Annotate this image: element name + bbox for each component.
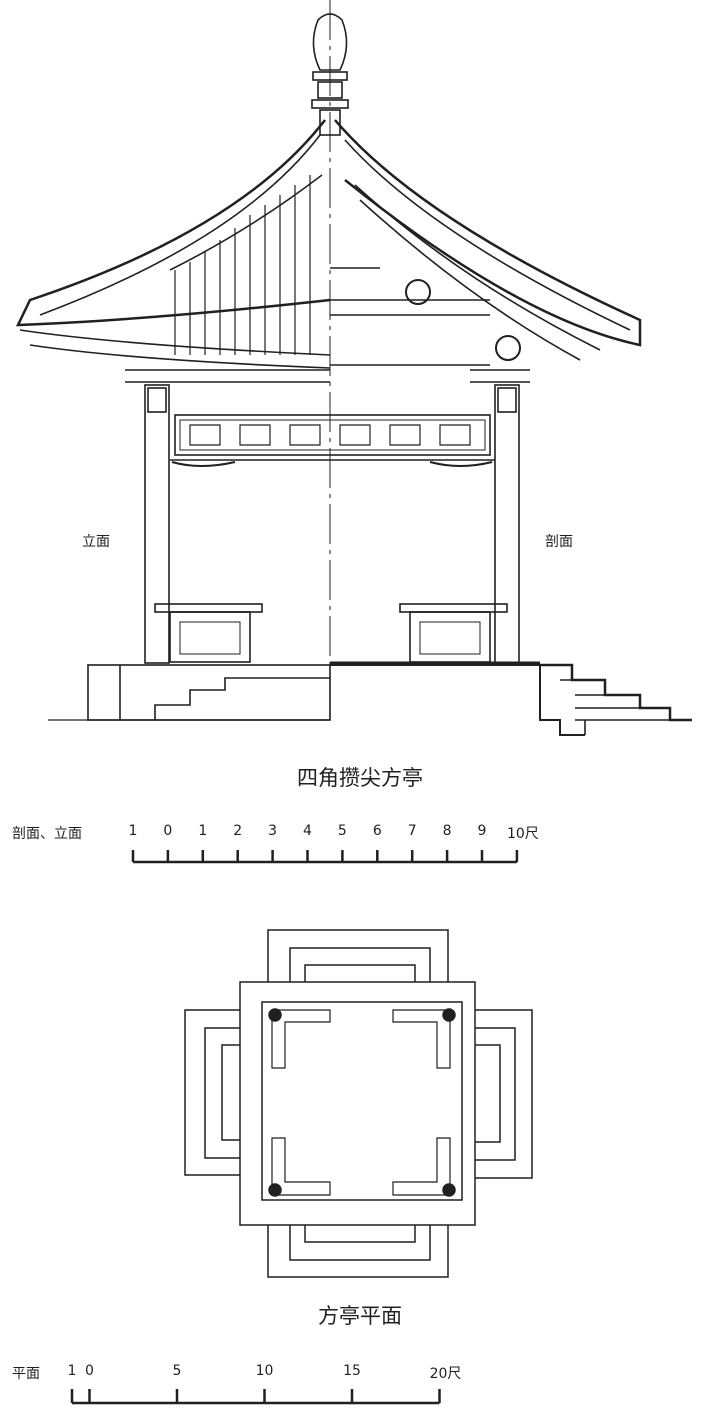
scale-plan-label: 平面 (12, 1366, 40, 1382)
roof-elevation (15, 119, 331, 383)
roof-section (330, 119, 642, 383)
platform-base (48, 661, 692, 736)
scale-tick-label: 3 (268, 823, 278, 839)
column-base (442, 1008, 456, 1022)
elevation-title: 四角攒尖方亭 (297, 766, 423, 790)
section-label: 剖面 (545, 534, 573, 550)
scale-tick-label: 1 (198, 823, 208, 839)
scale-tick-label: 0 (163, 823, 173, 839)
plan-drawing (184, 929, 533, 1278)
purlin-circle (405, 279, 431, 305)
purlin-circle (495, 335, 521, 361)
elevation-label: 立面 (82, 534, 110, 550)
plan-platform-outer (239, 981, 476, 1226)
scale-tick-label: 7 (407, 823, 417, 839)
column-base (268, 1183, 282, 1197)
scale-tick-label: 0 (85, 1363, 94, 1379)
scale-tick-label: 10尺 (506, 826, 539, 842)
scale-tick-label: 9 (477, 823, 487, 839)
scale-elevation-label: 剖面、立面 (12, 826, 82, 842)
scale-tick-label: 20尺 (429, 1366, 462, 1382)
bench-railings (154, 603, 508, 663)
columns (144, 384, 520, 664)
scale-tick-label: 1 (67, 1363, 77, 1379)
plan-title: 方亭平面 (318, 1304, 402, 1328)
scale-tick-label: 5 (172, 1363, 182, 1379)
scale-tick-label: 8 (442, 823, 452, 839)
scale-bar-plan (70, 1389, 441, 1405)
lattice-frieze (170, 414, 495, 467)
scale-bar-elevation (131, 850, 519, 864)
scale-tick-label: 1 (128, 823, 138, 839)
roof-finial (311, 13, 349, 136)
scale-tick-label: 5 (337, 823, 347, 839)
column-base (268, 1008, 282, 1022)
scale-tick-label: 15 (343, 1363, 361, 1379)
scale-tick-label: 2 (233, 823, 243, 839)
plan-platform-inner (261, 1001, 463, 1201)
column-base (442, 1183, 456, 1197)
scale-tick-label: 10 (255, 1363, 274, 1379)
scale-tick-label: 6 (372, 823, 382, 839)
scale-tick-label: 4 (303, 823, 312, 839)
